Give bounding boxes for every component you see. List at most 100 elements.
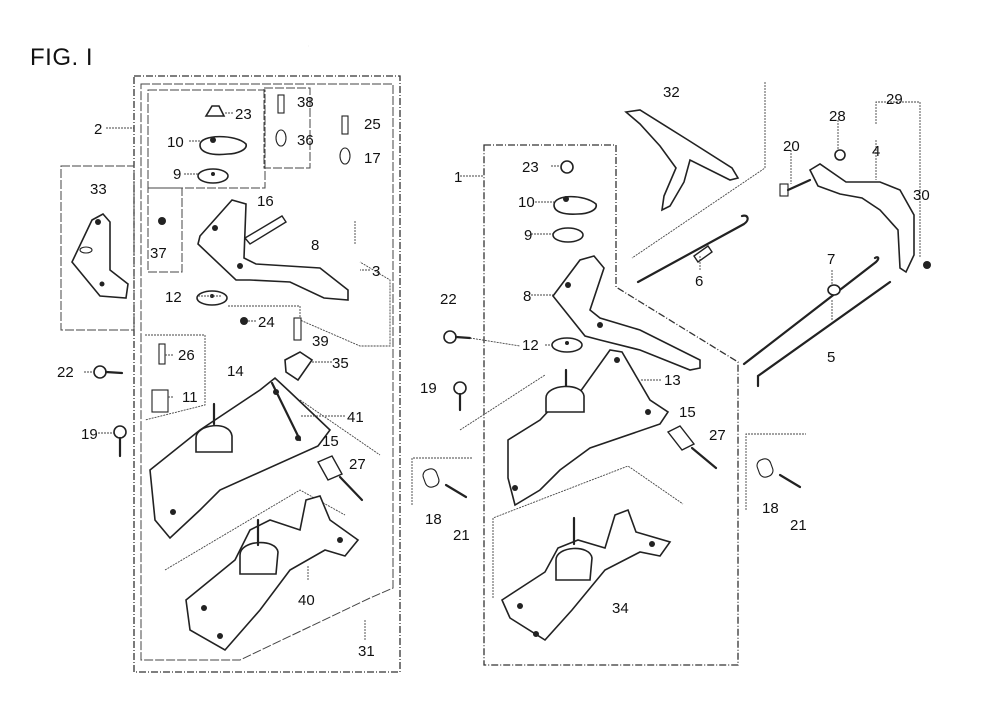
frame-29-bracket: [875, 101, 921, 258]
left-assembly-frames: [60, 75, 401, 673]
callout-21-r: 21: [790, 517, 807, 534]
part-40-hole3: [337, 537, 343, 543]
part-36-clip: [275, 129, 287, 147]
callout-27: 27: [349, 456, 366, 473]
part-34-hole2: [533, 631, 539, 637]
callout-29: 29: [886, 91, 903, 108]
part-6-rod: [636, 214, 749, 284]
part-24-nut: [240, 317, 248, 325]
frame-37: [147, 187, 183, 273]
callout-30: 30: [913, 187, 930, 204]
part-9-washer-r: [552, 227, 584, 243]
part-10-hole-r: [563, 196, 569, 202]
callout-39: 39: [312, 333, 329, 350]
part-39-screw: [293, 317, 302, 341]
callout-28: 28: [829, 108, 846, 125]
part-21-bolt-r: [778, 473, 802, 489]
part-12-hole-r: [565, 341, 569, 345]
part-41-link: [270, 381, 302, 442]
callout-3: 3: [372, 263, 380, 280]
callout-34: 34: [612, 600, 629, 617]
part-35-bracket: [284, 351, 314, 382]
part-6-spring: [693, 245, 713, 263]
callout-labels-left: 2 23 38 10 36 25 17 9 16 33 37 8 3 12 24…: [57, 94, 381, 660]
callout-8-r: 8: [523, 288, 531, 305]
frame-34-lower: [492, 465, 684, 598]
part-4-lever: [808, 163, 915, 274]
part-10-hole: [210, 137, 216, 143]
frame-33: [60, 165, 135, 331]
part-20-bolt: [779, 183, 789, 197]
callout-37: 37: [150, 245, 167, 262]
callout-23: 23: [235, 106, 252, 123]
right-assembly-frames: [411, 82, 921, 666]
part-14-mount: [195, 424, 233, 453]
callout-9: 9: [173, 166, 181, 183]
part-27-bolt-r: [690, 446, 718, 470]
part-11-clip: [151, 389, 169, 413]
part-17-clip: [339, 147, 351, 165]
part-15-spring: [317, 455, 343, 481]
part-22-bolt: [93, 365, 107, 379]
leader-19: [459, 374, 546, 431]
callout-4: 4: [872, 143, 880, 160]
part-18-pin-l: [422, 468, 440, 488]
callout-11: 11: [182, 389, 198, 406]
part-33-hole: [95, 219, 101, 225]
part-18-pin-r: [756, 458, 774, 478]
callout-5: 5: [827, 349, 835, 366]
callout-7: 7: [827, 251, 835, 268]
figure-title: FIG. I: [30, 44, 93, 71]
part-8-arm-r: [551, 255, 701, 371]
callout-40: 40: [298, 592, 315, 609]
callout-26: 26: [178, 347, 195, 364]
leader-22-12: [469, 337, 521, 347]
callout-2: 2: [94, 121, 102, 138]
part-7-rod: [742, 256, 880, 366]
frame-40-lower: [164, 489, 346, 571]
callout-25: 25: [364, 116, 381, 133]
callout-22: 22: [57, 364, 74, 381]
part-34-boss: [555, 547, 593, 581]
callout-17: 17: [364, 150, 381, 167]
callout-18-l: 18: [425, 511, 442, 528]
part-27-bolt: [338, 475, 364, 502]
part-10-plate: [199, 135, 247, 156]
callout-19: 19: [81, 426, 98, 443]
right-assembly-parts: [422, 109, 931, 642]
callout-21-l: 21: [453, 527, 470, 544]
callout-15: 15: [322, 433, 339, 450]
frame-18-21-left: [411, 457, 473, 505]
frame-38-36: [263, 87, 311, 169]
callout-1: 1: [454, 169, 462, 186]
part-25-screw: [341, 115, 349, 135]
frame-26-11: [144, 334, 206, 421]
part-14-base: [149, 376, 332, 540]
part-22-bolt-r: [443, 330, 457, 344]
frame-18-21-right: [745, 433, 806, 510]
frame-3: [147, 89, 266, 189]
part-21-bolt-l: [444, 483, 468, 499]
inner-frame-31: [140, 83, 394, 661]
part-8-hole2-r: [597, 322, 603, 328]
part-32-lever: [624, 109, 740, 212]
part-40-boss: [239, 541, 279, 575]
callout-20: 20: [783, 138, 800, 155]
part-13-mount: [545, 385, 585, 413]
part-5-rod: [756, 280, 892, 388]
callout-10-r: 10: [518, 194, 535, 211]
callout-12: 12: [165, 289, 182, 306]
part-8-hole2: [237, 263, 243, 269]
callout-labels-right: 32 29 1 23 28 20 4 10 30 9 6 7 22 8 12 5…: [420, 84, 930, 617]
part-33-bracket: [71, 212, 129, 299]
part-30-nut: [923, 261, 931, 269]
part-19-bolt: [113, 425, 127, 439]
callout-36: 36: [297, 132, 314, 149]
callout-35: 35: [332, 355, 349, 372]
part-16-spring: [243, 215, 287, 245]
part-14-hole2: [170, 509, 176, 515]
callout-22-r: 22: [440, 291, 457, 308]
part-26-screw: [158, 343, 166, 365]
part-28-nut: [834, 149, 846, 161]
part-40-hole: [201, 605, 207, 611]
